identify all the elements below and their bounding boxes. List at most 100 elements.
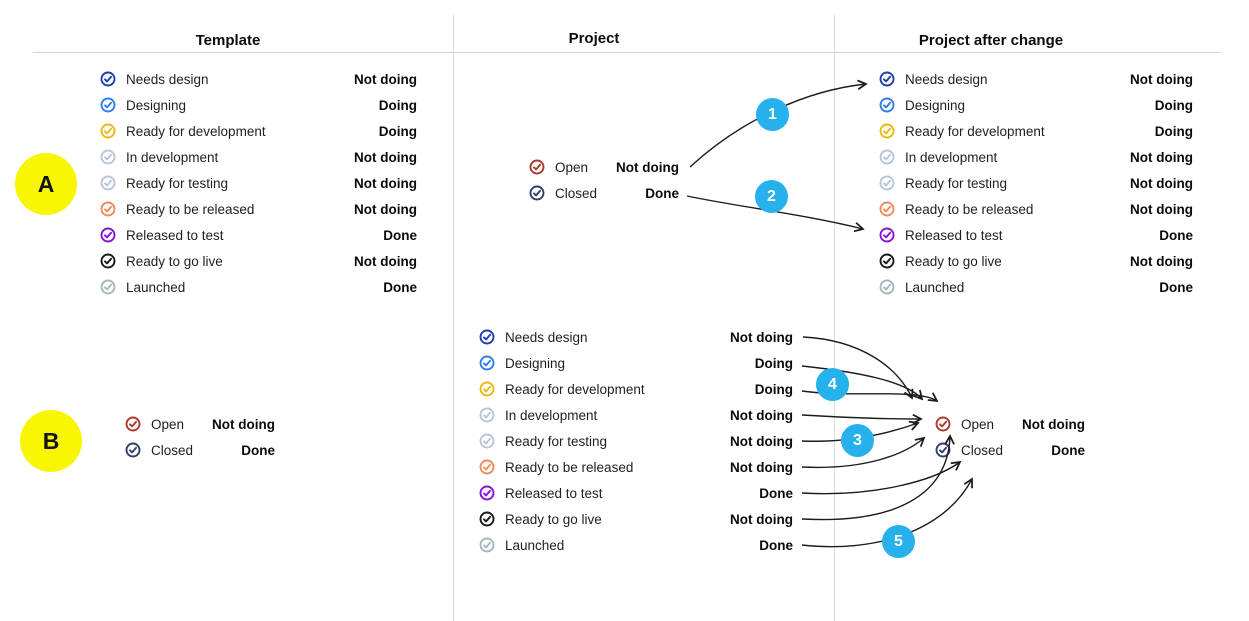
- status-mapping-value: Doing: [378, 123, 417, 139]
- status-mapping-value: Done: [1051, 442, 1085, 458]
- step-marker-1: 1: [756, 98, 789, 131]
- status-mapping-value: Not doing: [354, 201, 417, 217]
- status-mapping-value: Not doing: [354, 149, 417, 165]
- status-mapping-value: Done: [241, 442, 275, 458]
- status-mapping-value: Doing: [1154, 97, 1193, 113]
- status-check-icon: [100, 123, 116, 139]
- status-name: Launched: [126, 279, 186, 295]
- status-row: Needs design Not doing: [479, 324, 793, 350]
- status-row: Released to test Done: [100, 222, 417, 248]
- column-divider-right: [834, 15, 835, 621]
- status-name: Designing: [126, 97, 187, 113]
- status-check-icon: [100, 227, 116, 243]
- status-row: Launched Done: [100, 274, 417, 300]
- step-marker-3: 3: [841, 424, 874, 457]
- status-name: Open: [961, 416, 995, 432]
- status-row: Ready to be released Not doing: [479, 454, 793, 480]
- status-name: Ready to go live: [905, 253, 1002, 269]
- status-check-icon: [479, 459, 495, 475]
- status-row: Ready for testing Not doing: [879, 170, 1193, 196]
- status-check-icon: [879, 123, 895, 139]
- status-row: Designing Doing: [479, 350, 793, 376]
- status-mapping-value: Not doing: [1022, 416, 1085, 432]
- status-check-icon: [479, 355, 495, 371]
- project-status-list-bottom: Needs design Not doing Designing Doing R…: [479, 324, 793, 558]
- status-check-icon: [100, 97, 116, 113]
- status-mapping-value: Not doing: [354, 175, 417, 191]
- status-row: Released to test Done: [479, 480, 793, 506]
- arrow-in-development-to-open: [801, 413, 923, 425]
- status-row: Open Not doing: [125, 411, 275, 437]
- column-header-project-after-change: Project after change: [918, 32, 1064, 49]
- status-row: Open Not doing: [529, 154, 679, 180]
- status-check-icon: [879, 227, 895, 243]
- status-name: Ready to go live: [505, 511, 602, 527]
- project-status-list-top: Open Not doing Closed Done: [529, 154, 679, 206]
- column-divider-left: [453, 15, 454, 621]
- status-name: In development: [126, 149, 219, 165]
- status-name: Ready for development: [126, 123, 266, 139]
- status-name: Launched: [905, 279, 965, 295]
- status-row: In development Not doing: [479, 402, 793, 428]
- status-check-icon: [125, 442, 141, 458]
- status-name: Closed: [961, 442, 1004, 458]
- mapped-open-closed-list: Open Not doing Closed Done: [935, 411, 1085, 463]
- status-row: Needs design Not doing: [879, 66, 1193, 92]
- status-mapping-value: Doing: [754, 381, 793, 397]
- status-row: Ready to go live Not doing: [879, 248, 1193, 274]
- status-name: Needs design: [505, 329, 588, 345]
- status-check-icon: [879, 279, 895, 295]
- status-check-icon: [479, 407, 495, 423]
- column-header-project: Project: [568, 30, 620, 47]
- status-mapping-value: Not doing: [1130, 175, 1193, 191]
- status-row: Closed Done: [125, 437, 275, 463]
- status-mapping-value: Not doing: [730, 433, 793, 449]
- status-mapping-value: Not doing: [1130, 201, 1193, 217]
- status-mapping-value: Doing: [378, 97, 417, 113]
- status-mapping-value: Not doing: [1130, 71, 1193, 87]
- status-name: Ready for development: [505, 381, 645, 397]
- section-b-status-list: Open Not doing Closed Done: [125, 411, 275, 463]
- status-row: In development Not doing: [100, 144, 417, 170]
- status-name: Released to test: [505, 485, 603, 501]
- status-mapping-value: Done: [1159, 279, 1193, 295]
- status-mapping-value: Not doing: [1130, 149, 1193, 165]
- status-row: Designing Doing: [879, 92, 1193, 118]
- status-check-icon: [125, 416, 141, 432]
- status-row: Closed Done: [529, 180, 679, 206]
- status-name: In development: [905, 149, 998, 165]
- status-check-icon: [935, 442, 951, 458]
- arrow-ready-to-go-live-to-open: [801, 434, 955, 521]
- status-row: In development Not doing: [879, 144, 1193, 170]
- project-after-change-status-list: Needs design Not doing Designing Doing R…: [879, 66, 1193, 300]
- status-check-icon: [529, 159, 545, 175]
- status-name: Open: [151, 416, 185, 432]
- status-row: Open Not doing: [935, 411, 1085, 437]
- status-name: Ready to be released: [126, 201, 255, 217]
- status-name: Ready for development: [905, 123, 1045, 139]
- status-mapping-value: Not doing: [730, 407, 793, 423]
- status-row: Ready for development Doing: [100, 118, 417, 144]
- status-mapping-value: Done: [759, 537, 793, 553]
- status-mapping-value: Doing: [754, 355, 793, 371]
- status-name: Ready for testing: [126, 175, 229, 191]
- status-name: Ready to be released: [905, 201, 1034, 217]
- status-mapping-value: Done: [645, 185, 679, 201]
- status-name: Launched: [505, 537, 565, 553]
- status-check-icon: [879, 71, 895, 87]
- column-header-template: Template: [195, 32, 261, 49]
- status-name: Closed: [151, 442, 194, 458]
- status-mapping-value: Not doing: [730, 459, 793, 475]
- status-mapping-value: Done: [1159, 227, 1193, 243]
- step-marker-4: 4: [816, 368, 849, 401]
- status-check-icon: [935, 416, 951, 432]
- status-mapping-value: Not doing: [730, 511, 793, 527]
- status-check-icon: [100, 253, 116, 269]
- status-check-icon: [479, 511, 495, 527]
- status-check-icon: [479, 485, 495, 501]
- status-check-icon: [100, 279, 116, 295]
- status-row: Ready for development Doing: [479, 376, 793, 402]
- status-check-icon: [479, 381, 495, 397]
- status-name: Designing: [905, 97, 966, 113]
- header-underline: [33, 52, 1221, 53]
